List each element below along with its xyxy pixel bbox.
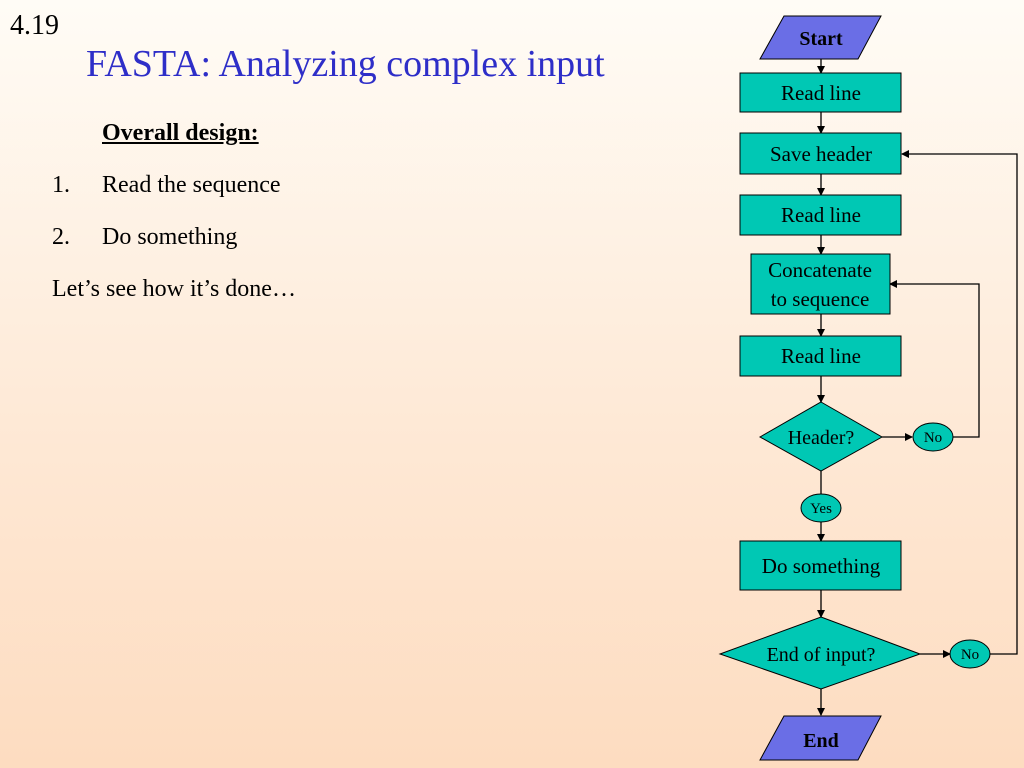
end-terminal: End: [759, 715, 882, 761]
list-text: Read the sequence: [102, 172, 281, 198]
end-label: End: [803, 730, 839, 752]
read-line-box: Read line: [739, 335, 902, 377]
no-branch-badge: No: [912, 422, 954, 452]
start-label: Start: [799, 28, 843, 50]
yes-label: Yes: [810, 501, 832, 517]
save-header-box: Save header: [739, 132, 902, 175]
do-something-label: Do something: [762, 554, 881, 578]
overall-design-heading: Overall design:: [102, 120, 259, 146]
end-of-input-label: End of input?: [767, 644, 876, 666]
concatenate-label-line2: to sequence: [771, 287, 870, 311]
read-line-label: Read line: [781, 81, 861, 105]
header-decision: Header?: [758, 401, 884, 472]
header-decision-label: Header?: [788, 427, 855, 449]
save-header-label: Save header: [770, 142, 872, 166]
list-number: 2.: [52, 224, 70, 250]
closing-note: Let’s see how it’s done…: [52, 276, 296, 302]
read-line-box: Read line: [739, 72, 902, 113]
list-text: Do something: [102, 224, 238, 250]
end-of-input-decision: End of input?: [718, 616, 922, 690]
loop-connector-save-header: [901, 150, 1018, 655]
list-number: 1.: [52, 172, 70, 198]
list-item-read-sequence: 1. Read the sequence: [52, 172, 281, 199]
flow-connectors: [817, 59, 1018, 716]
read-line-label: Read line: [781, 203, 861, 227]
concatenate-box: Concatenate to sequence: [750, 253, 891, 315]
slide-number: 4.19: [10, 10, 59, 41]
read-line-box: Read line: [739, 194, 902, 236]
start-terminal: Start: [759, 15, 882, 60]
no-label: No: [961, 647, 979, 663]
no-branch-badge: No: [949, 639, 991, 669]
read-line-label: Read line: [781, 344, 861, 368]
concatenate-label-line1: Concatenate: [768, 258, 872, 282]
slide-title: FASTA: Analyzing complex input: [86, 43, 605, 85]
no-label: No: [924, 430, 942, 446]
do-something-box: Do something: [739, 540, 902, 591]
yes-branch-badge: Yes: [800, 493, 842, 523]
loop-connector-concatenate: [889, 280, 980, 438]
list-item-do-something: 2. Do something: [52, 224, 237, 251]
